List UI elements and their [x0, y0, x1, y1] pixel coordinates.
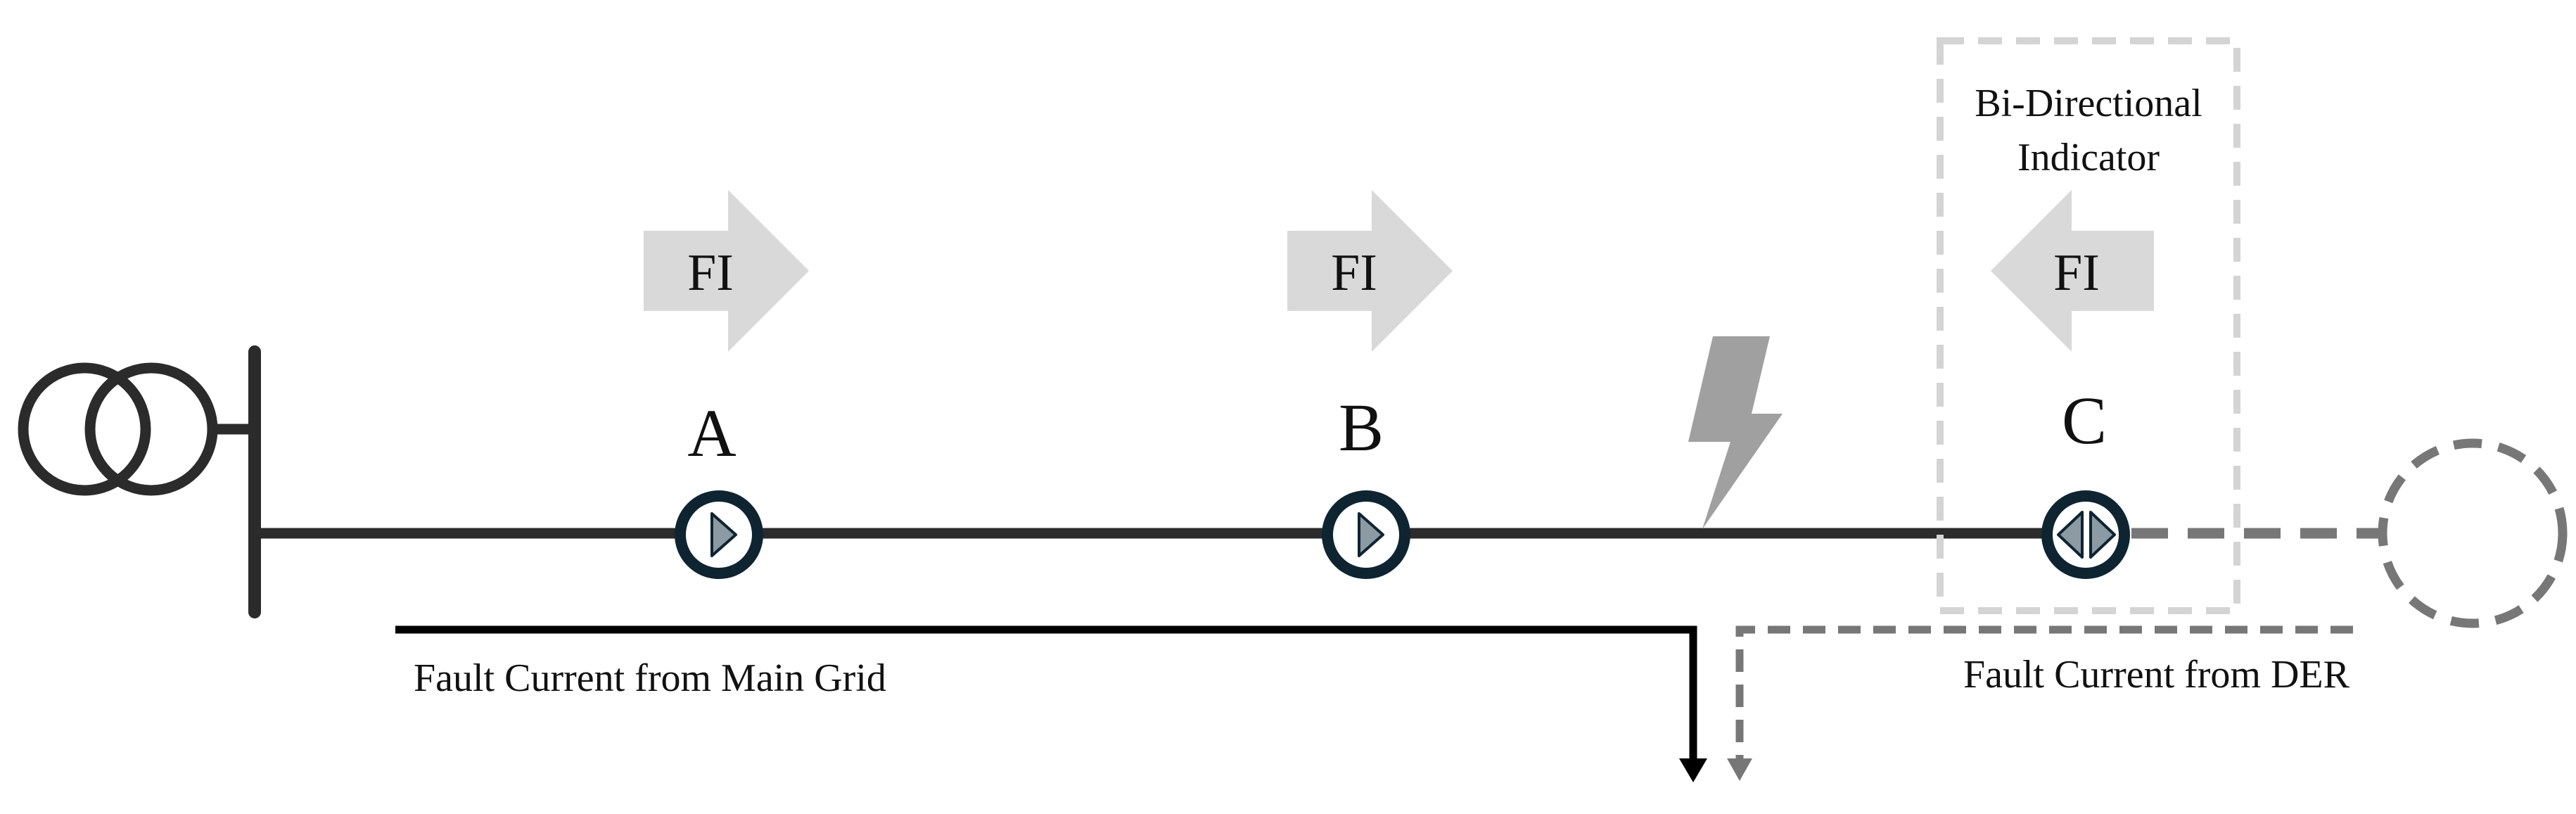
caption-der: Fault Current from DER: [1963, 653, 2350, 697]
bi-directional-title-line1: Bi-Directional: [1975, 82, 2202, 125]
indicator-label-c: C: [2062, 383, 2107, 458]
indicator-label-a: A: [687, 395, 736, 471]
bi-directional-title-line2: Indicator: [2017, 136, 2160, 179]
der-fault-arrowhead-icon: [1727, 758, 1752, 781]
indicator-label-b: B: [1339, 390, 1384, 465]
indicator-c-right-arrow-icon: [2089, 511, 2116, 559]
indicator-b: [1322, 490, 1410, 579]
indicator-c-left-arrow-icon: [2057, 511, 2084, 559]
fi-arrow-a: FI: [644, 190, 809, 352]
indicator-a-arrow-icon: [710, 512, 737, 557]
fi-arrow-c-text: FI: [2053, 244, 2100, 302]
main-grid-fault-arrowhead-icon: [1679, 758, 1707, 782]
fi-arrow-a-text: FI: [687, 244, 734, 302]
fi-arrow-b-text: FI: [1331, 244, 1377, 302]
transformer-symbol: [18, 362, 218, 496]
fi-arrow-b: FI: [1287, 190, 1453, 352]
der-fault-path: [1735, 625, 2353, 763]
der-circle: [2378, 438, 2568, 628]
indicator-b-arrow-icon: [1358, 512, 1384, 557]
caption-main-grid: Fault Current from Main Grid: [414, 656, 886, 700]
indicator-c: [2041, 490, 2130, 579]
lightning-bolt-icon: [1688, 336, 1783, 529]
fi-arrow-c: FI: [1991, 190, 2154, 352]
indicator-a: [675, 490, 763, 579]
main-grid-fault-path: [395, 625, 1697, 763]
bi-directional-box: [1937, 37, 2240, 614]
